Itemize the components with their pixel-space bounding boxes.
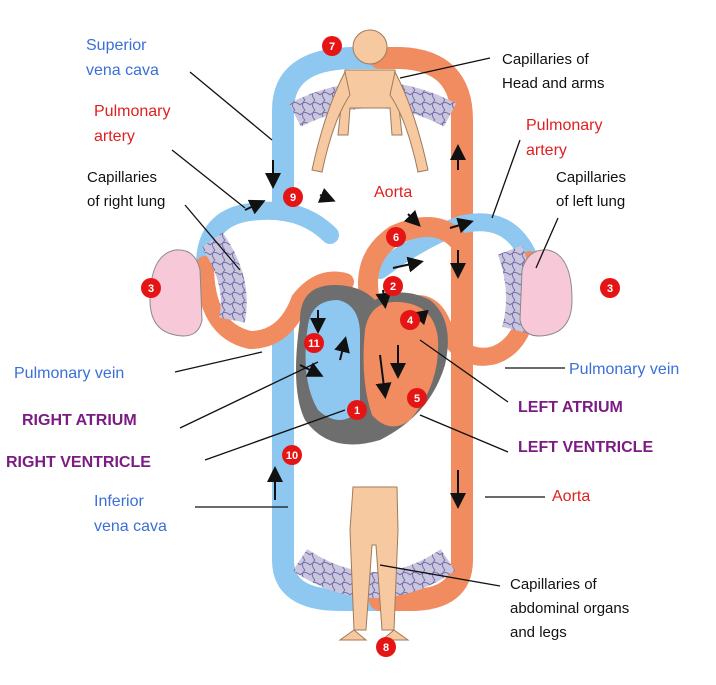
svg-text:4: 4	[407, 315, 414, 327]
upper-body-figure	[311, 29, 429, 173]
right-lung-capillaries	[201, 232, 247, 323]
step-badges: 1 2 3 3 4 5 6 7 8 9 10 11	[141, 36, 620, 657]
lower-loop-blue	[272, 319, 391, 611]
pulmonary-vein-right-label: Pulmonary vein	[14, 365, 125, 382]
left-lung	[519, 249, 573, 337]
right-atrium-label: RIGHT ATRIUM	[22, 412, 137, 429]
svg-text:5: 5	[414, 393, 420, 405]
pulmonary-artery-left-label: Pulmonary artery	[526, 117, 603, 159]
svg-text:3: 3	[148, 283, 154, 295]
badge-3-left-lung: 3	[600, 278, 620, 298]
lower-capillary-band	[292, 549, 456, 598]
badge-8: 8	[376, 637, 396, 657]
svg-text:3: 3	[607, 283, 613, 295]
capillaries-head-arms-label: Capillaries of Head and arms	[502, 51, 605, 92]
svg-text:2: 2	[390, 281, 396, 293]
svg-text:8: 8	[383, 642, 389, 654]
pulmonary-artery-right-label: Pulmonary artery	[94, 103, 171, 145]
aorta-top-label: Aorta	[374, 184, 413, 201]
capillaries-abdominal-label: Capillaries of abdominal organs and legs	[510, 576, 630, 641]
upper-loop-blue	[272, 47, 391, 221]
left-lung-capillaries	[497, 245, 532, 334]
lower-loop-red	[369, 229, 473, 611]
pulmonary-vein-left-label: Pulmonary vein	[569, 361, 680, 378]
badge-6: 6	[386, 227, 406, 247]
inferior-vena-cava-label: Inferior vena cava	[94, 493, 167, 535]
leader-lines	[171, 57, 565, 587]
svg-text:10: 10	[286, 450, 298, 462]
svg-text:1: 1	[354, 405, 360, 417]
capillaries-right-lung-label: Capillaries of right lung	[87, 169, 166, 210]
upper-loop-red	[369, 47, 473, 251]
badge-5: 5	[407, 388, 427, 408]
badge-7: 7	[322, 36, 342, 56]
svg-text:7: 7	[329, 41, 335, 53]
badge-4: 4	[400, 310, 420, 330]
badge-1: 1	[347, 400, 367, 420]
left-ventricle-label: LEFT VENTRICLE	[518, 439, 654, 456]
flow-arrows	[244, 144, 474, 509]
badge-10: 10	[282, 445, 302, 465]
badge-11: 11	[304, 333, 324, 353]
right-ventricle-label: RIGHT VENTRICLE	[6, 454, 151, 471]
superior-vena-cava-label: Superior vena cava	[86, 37, 159, 79]
badge-3-right-lung: 3	[141, 278, 161, 298]
badge-2: 2	[383, 276, 403, 296]
badge-9: 9	[283, 187, 303, 207]
right-lung	[149, 249, 203, 337]
lower-body-figure	[338, 486, 410, 641]
capillaries-left-lung-label: Capillaries of left lung	[556, 169, 627, 210]
left-atrium-label: LEFT ATRIUM	[518, 399, 623, 416]
pulmonary-vein-right-lung	[196, 256, 354, 350]
svg-text:9: 9	[290, 192, 296, 204]
svg-text:6: 6	[393, 232, 399, 244]
svg-text:11: 11	[308, 338, 320, 350]
aorta-bottom-label: Aorta	[552, 488, 591, 505]
